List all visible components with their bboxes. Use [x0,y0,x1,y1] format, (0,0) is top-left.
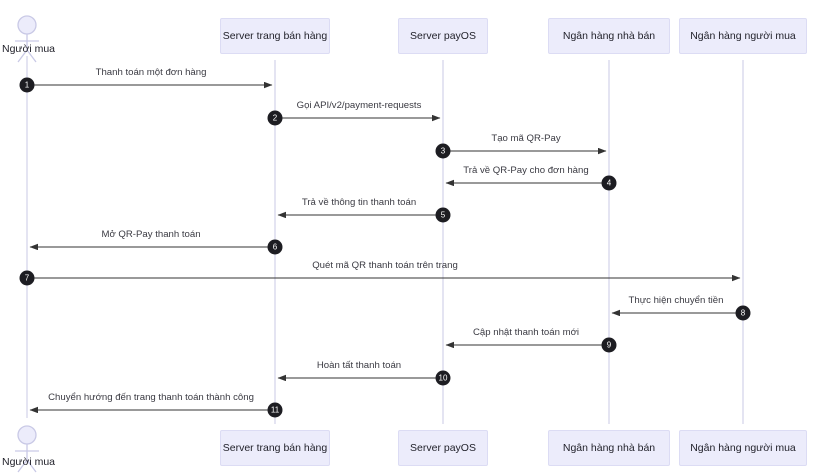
sequence-badge-8: 8 [735,305,751,321]
participant-box-payos-bottom[interactable]: Server payOS [398,430,488,466]
sequence-badge-10: 10 [435,370,451,386]
message-label-3: Tạo mã QR-Pay [491,133,561,144]
sequence-badge-7: 7 [19,270,35,286]
actor-head-icon [17,425,37,445]
sequence-badge-9: 9 [601,337,617,353]
message-label-7: Quét mã QR thanh toán trên trang [312,260,458,271]
sequence-badge-5: 5 [435,207,451,223]
actor-figure-top [15,15,39,63]
sequence-badge-6: 6 [267,239,283,255]
participant-box-seller-bank-bottom[interactable]: Ngân hàng nhà bán [548,430,670,466]
actor-leg-left-icon [17,49,28,63]
participant-box-buyer-bank-bottom[interactable]: Ngân hàng người mua [679,430,807,466]
sequence-badge-11: 11 [267,402,283,418]
message-label-9: Cập nhật thanh toán mới [472,327,580,338]
message-label-1: Thanh toán một đơn hàng [95,67,207,78]
participant-box-payos-top[interactable]: Server payOS [398,18,488,54]
actor-label-top: Người mua [2,43,56,55]
message-label-6: Mở QR-Pay thanh toán [101,229,201,240]
message-label-10: Hoàn tất thanh toán [316,360,402,371]
actor-leg-right-icon [26,459,37,473]
actor-leg-left-icon [17,459,28,473]
participant-box-seller-site-bottom[interactable]: Server trang bán hàng [220,430,330,466]
actor-figure-bottom [15,425,39,473]
actor-figures-group [15,15,39,473]
message-label-4: Trả về QR-Pay cho đơn hàng [463,165,589,176]
message-label-5: Trả về thông tin thanh toán [301,197,417,208]
actor-head-icon [17,15,37,35]
message-label-11: Chuyển hướng đến trang thanh toán thành … [48,392,254,403]
participant-box-seller-site-top[interactable]: Server trang bán hàng [220,18,330,54]
sequence-badge-1: 1 [19,77,35,93]
actor-leg-right-icon [26,49,37,63]
message-label-2: Gọi API/v2/payment-requests [296,100,422,111]
message-arrows-group [27,81,743,414]
message-label-8: Thực hiện chuyển tiền [628,295,724,306]
participant-box-seller-bank-top[interactable]: Ngân hàng nhà bán [548,18,670,54]
sequence-badge-2: 2 [267,110,283,126]
sequence-badge-3: 3 [435,143,451,159]
participant-box-buyer-bank-top[interactable]: Ngân hàng người mua [679,18,807,54]
actor-label-bottom: Người mua [2,456,56,468]
sequence-badge-4: 4 [601,175,617,191]
